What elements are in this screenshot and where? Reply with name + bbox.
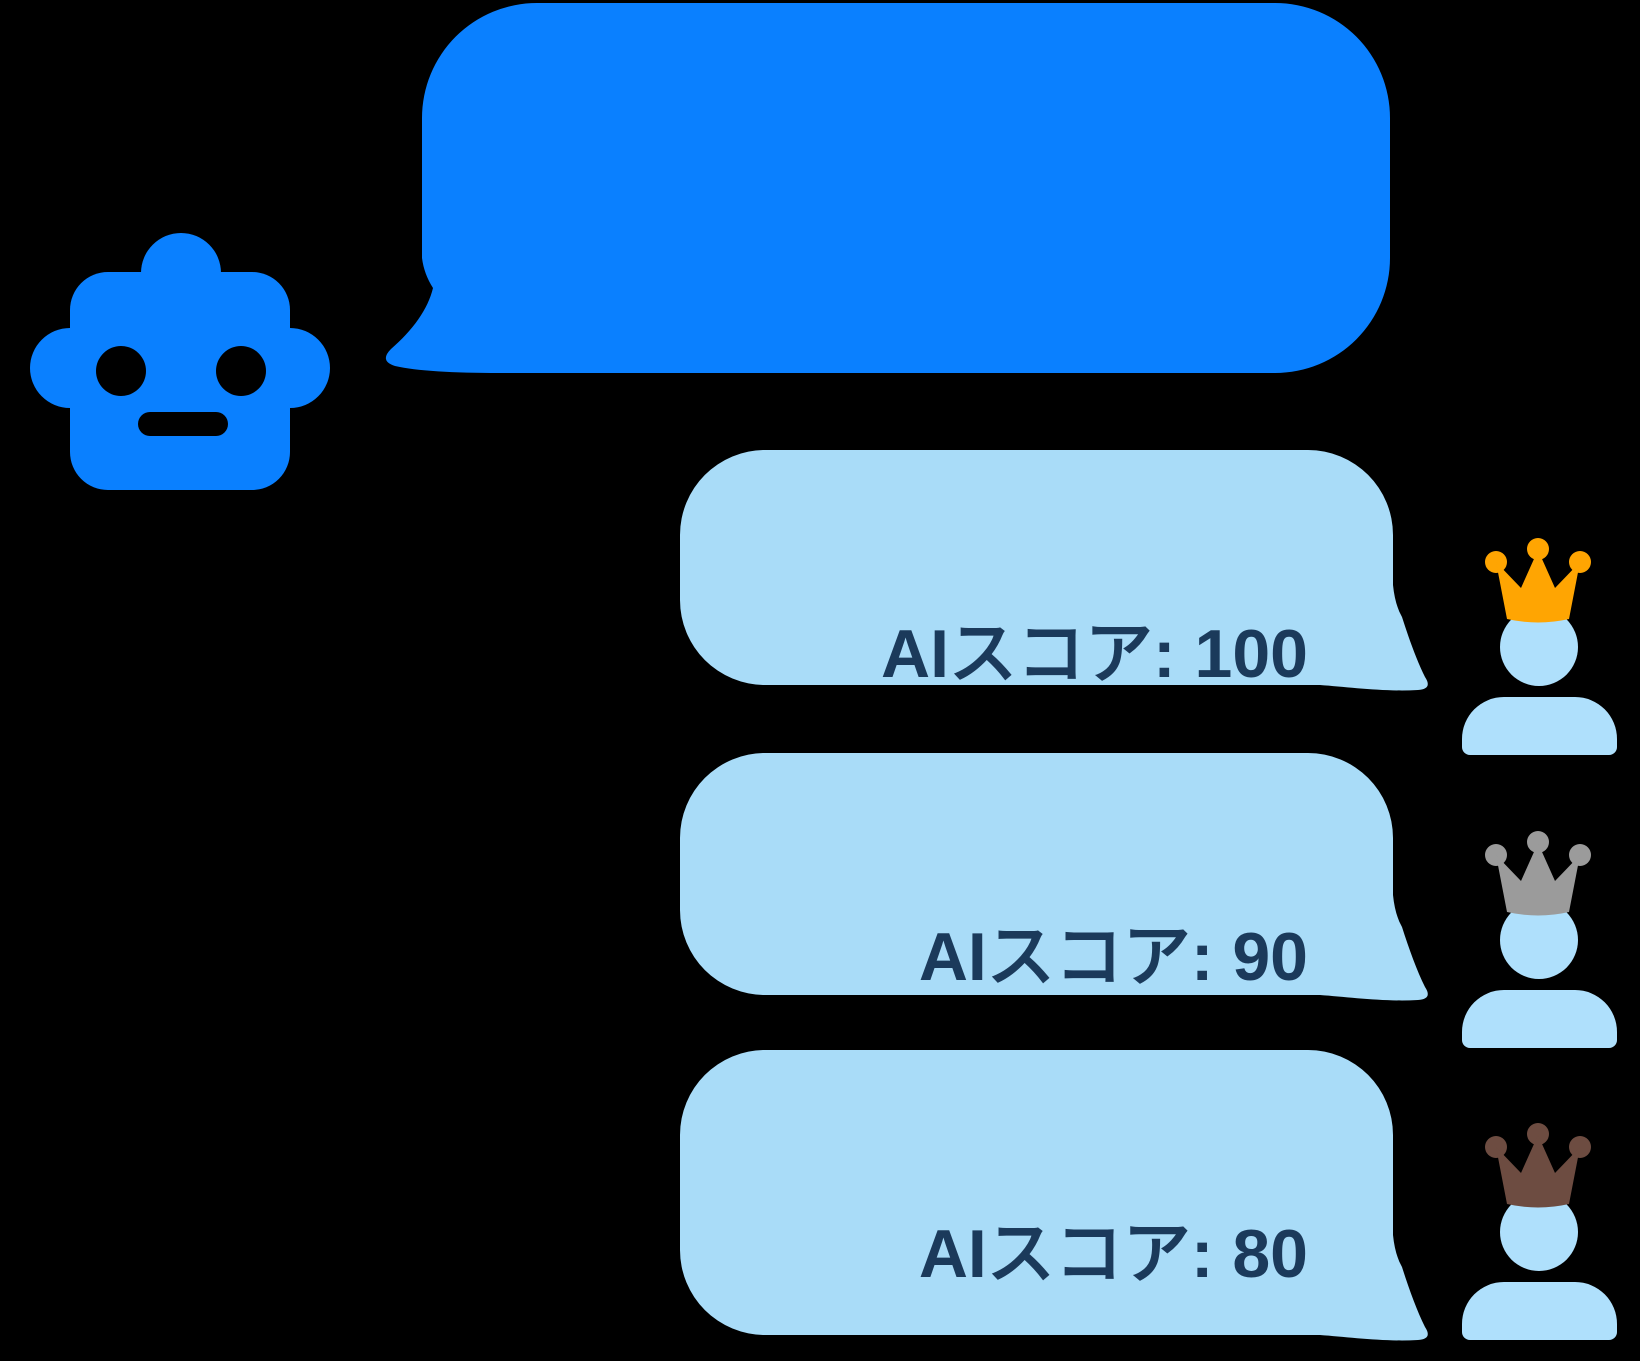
reply-bubble-1: AIスコア: 100 (680, 450, 1440, 700)
reply-score-text: AIスコア: 100 (881, 616, 1308, 692)
user-rank-2 (1460, 830, 1620, 1052)
reply-bubble-1-shape (680, 450, 1428, 691)
reply-bubble-3-shape (680, 1050, 1428, 1341)
reply-bubble-2: AIスコア: 90 (680, 753, 1440, 1010)
crown-bronze-icon (1485, 1123, 1591, 1208)
user-body (1462, 697, 1617, 755)
crown-gold-icon (1485, 538, 1591, 623)
robot-eye-right (216, 346, 266, 396)
robot-head (30, 233, 330, 490)
robot-eye-left (96, 346, 146, 396)
bot-bubble-shape (385, 3, 1390, 373)
bot-message-bubble (385, 3, 1390, 373)
user-rank-1 (1460, 537, 1620, 759)
robot-mouth (138, 412, 228, 436)
robot-face (70, 272, 290, 490)
reply-score-text: AIスコア: 80 (918, 1216, 1308, 1292)
crown-silver-icon (1485, 831, 1591, 916)
reply-bubble-2-shape (680, 753, 1428, 1001)
user-body (1462, 990, 1617, 1048)
user-body (1462, 1282, 1617, 1340)
user-rank-3 (1460, 1122, 1620, 1344)
reply-bubble-3: AIスコア: 80 (680, 1050, 1440, 1350)
robot-face-icon (30, 233, 330, 490)
reply-score-text: AIスコア: 90 (918, 919, 1308, 995)
